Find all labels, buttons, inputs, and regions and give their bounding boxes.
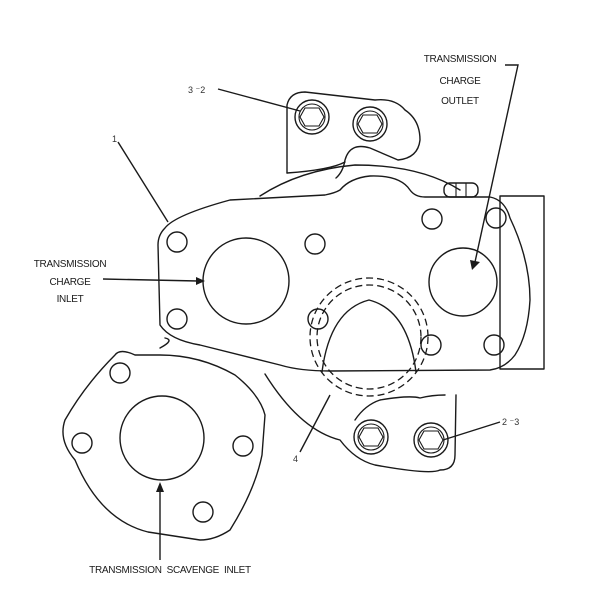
scavenge-flange — [62, 337, 266, 541]
charge-inlet-line1: TRANSMISSION — [34, 259, 107, 270]
charge-inlet-line3: INLET — [57, 294, 84, 305]
callout-right-bolts: 2 ⁻3 — [502, 417, 519, 427]
charge-outlet-port — [428, 247, 498, 317]
charge-outlet-line2: CHARGE — [440, 76, 482, 87]
scavenge-inlet-port — [119, 395, 205, 481]
leader-lines — [102, 64, 519, 560]
label-charge-outlet: TRANSMISSION CHARGE OUTLET — [424, 54, 497, 107]
callout-housing: 1 — [112, 134, 117, 144]
charge-inlet-port — [202, 237, 290, 325]
upper-bolt-lobe — [286, 91, 421, 179]
callout-top-bolts: 3 ⁻2 — [188, 85, 205, 95]
bottom-bolt-right — [413, 422, 449, 458]
callout-gasket: 4 — [293, 454, 298, 464]
top-bolt-right — [352, 106, 388, 142]
charge-inlet-line2: CHARGE — [50, 277, 92, 288]
label-scavenge-inlet: TRANSMISSION SCAVENGE INLET — [89, 565, 251, 576]
label-charge-inlet: TRANSMISSION CHARGE INLET — [34, 259, 107, 305]
charge-outlet-line1: TRANSMISSION — [424, 54, 497, 65]
gasket-ring — [309, 277, 429, 397]
charge-outlet-line3: OUTLET — [441, 96, 479, 107]
flange-holes — [166, 207, 507, 356]
top-bolt-left — [294, 99, 330, 135]
plug-fitting — [443, 182, 479, 198]
bottom-bolt-left — [353, 419, 389, 455]
lower-bolt-lobe — [264, 373, 457, 473]
pump-body-arc — [259, 164, 461, 197]
main-flange — [157, 175, 545, 372]
